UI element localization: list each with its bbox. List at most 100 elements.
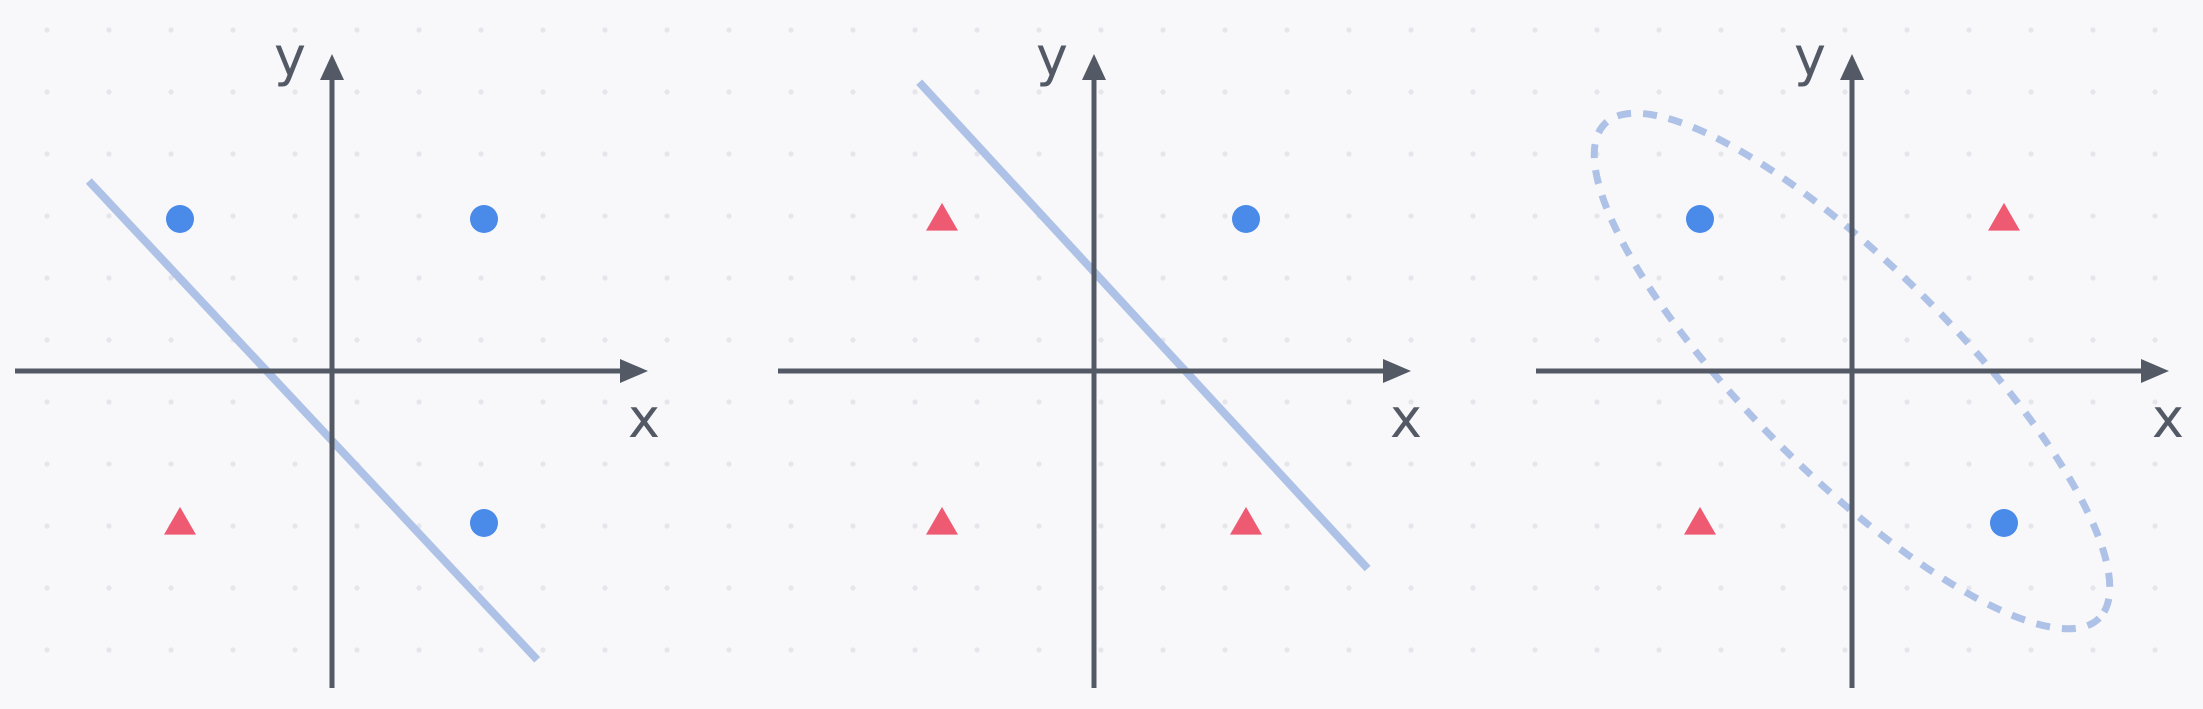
grid-dot: [1346, 27, 1352, 33]
grid-dot: [1966, 27, 1972, 33]
grid-dot: [1780, 27, 1786, 33]
grid-dot: [2028, 89, 2034, 95]
grid-dot: [1222, 585, 1228, 591]
grid-dot: [1098, 523, 1104, 529]
grid-dot: [1408, 585, 1414, 591]
grid-dot: [1966, 213, 1972, 219]
grid-dot: [2090, 585, 2096, 591]
grid-dot: [416, 461, 422, 467]
grid-dot: [44, 275, 50, 281]
grid-dot: [1842, 337, 1848, 343]
grid-dot: [1532, 399, 1538, 405]
grid-dot: [1222, 337, 1228, 343]
grid-dot: [106, 89, 112, 95]
grid-dot: [1408, 647, 1414, 653]
grid-dot: [1966, 151, 1972, 157]
data-points: [1684, 202, 2020, 537]
grid-dot: [602, 27, 608, 33]
grid-dot: [726, 89, 732, 95]
grid-dot: [1656, 213, 1662, 219]
grid-dot: [1594, 89, 1600, 95]
grid-dot: [1780, 337, 1786, 343]
grid-dot: [1842, 151, 1848, 157]
grid-dot: [1904, 213, 1910, 219]
grid-dot: [292, 89, 298, 95]
grid-dot: [1594, 27, 1600, 33]
grid-dot: [1904, 399, 1910, 405]
grid-dot: [602, 647, 608, 653]
grid-dot: [1656, 399, 1662, 405]
grid-dot: [912, 399, 918, 405]
grid-dot: [1718, 27, 1724, 33]
grid-dot: [106, 585, 112, 591]
coordinate-axes: x y: [15, 25, 660, 688]
grid-dot: [1842, 213, 1848, 219]
grid-dot: [664, 213, 670, 219]
grid-dot: [788, 151, 794, 157]
grid-dot: [1532, 523, 1538, 529]
grid-dot: [726, 213, 732, 219]
grid-dot: [106, 399, 112, 405]
grid-dot: [354, 337, 360, 343]
grid-dot: [478, 399, 484, 405]
grid-dot: [478, 461, 484, 467]
grid-dot: [2028, 337, 2034, 343]
grid-dot: [1842, 523, 1848, 529]
grid-dot: [478, 647, 484, 653]
grid-dot: [292, 461, 298, 467]
grid-dot: [1532, 151, 1538, 157]
grid-dot: [726, 647, 732, 653]
grid-dot: [1346, 89, 1352, 95]
circle-point: [1990, 509, 2018, 537]
grid-dot: [602, 337, 608, 343]
grid-dot: [44, 461, 50, 467]
grid-dot: [602, 461, 608, 467]
grid-dot: [416, 399, 422, 405]
grid-dot: [1718, 275, 1724, 281]
grid-dot: [2152, 213, 2158, 219]
grid-dot: [1346, 337, 1352, 343]
grid-dot: [2152, 585, 2158, 591]
grid-dot: [1656, 461, 1662, 467]
grid-dot: [1408, 213, 1414, 219]
grid-dot: [1532, 337, 1538, 343]
grid-dot: [2152, 399, 2158, 405]
grid-dot: [1284, 151, 1290, 157]
grid-dot: [788, 461, 794, 467]
grid-dot: [416, 27, 422, 33]
grid-dot: [1904, 151, 1910, 157]
grid-dot: [540, 89, 546, 95]
grid-dot: [44, 647, 50, 653]
grid-dot: [1904, 523, 1910, 529]
coordinate-axes: x y: [1536, 25, 2184, 688]
grid-dot: [230, 585, 236, 591]
grid-dot: [974, 275, 980, 281]
grid-dot: [664, 461, 670, 467]
grid-dot: [1284, 27, 1290, 33]
grid-dot: [726, 399, 732, 405]
grid-dot: [2090, 275, 2096, 281]
grid-dot: [1346, 399, 1352, 405]
grid-dot: [230, 399, 236, 405]
panel-and-like: x y: [778, 25, 1422, 688]
grid-dot: [168, 151, 174, 157]
grid-dot: [1718, 523, 1724, 529]
grid-dot: [1470, 213, 1476, 219]
x-axis-label: x: [1390, 387, 1422, 450]
grid-dot: [292, 213, 298, 219]
grid-dot: [1470, 461, 1476, 467]
grid-dot: [1780, 275, 1786, 281]
grid-dot: [106, 275, 112, 281]
grid-dot: [2028, 213, 2034, 219]
grid-dot: [1966, 399, 1972, 405]
grid-dot: [1718, 647, 1724, 653]
grid-dot: [974, 647, 980, 653]
grid-dot: [974, 89, 980, 95]
grid-dot: [1842, 89, 1848, 95]
grid-dot: [1594, 647, 1600, 653]
grid-dot: [1904, 27, 1910, 33]
grid-dot: [106, 213, 112, 219]
grid-dot: [2090, 89, 2096, 95]
grid-dot: [788, 213, 794, 219]
